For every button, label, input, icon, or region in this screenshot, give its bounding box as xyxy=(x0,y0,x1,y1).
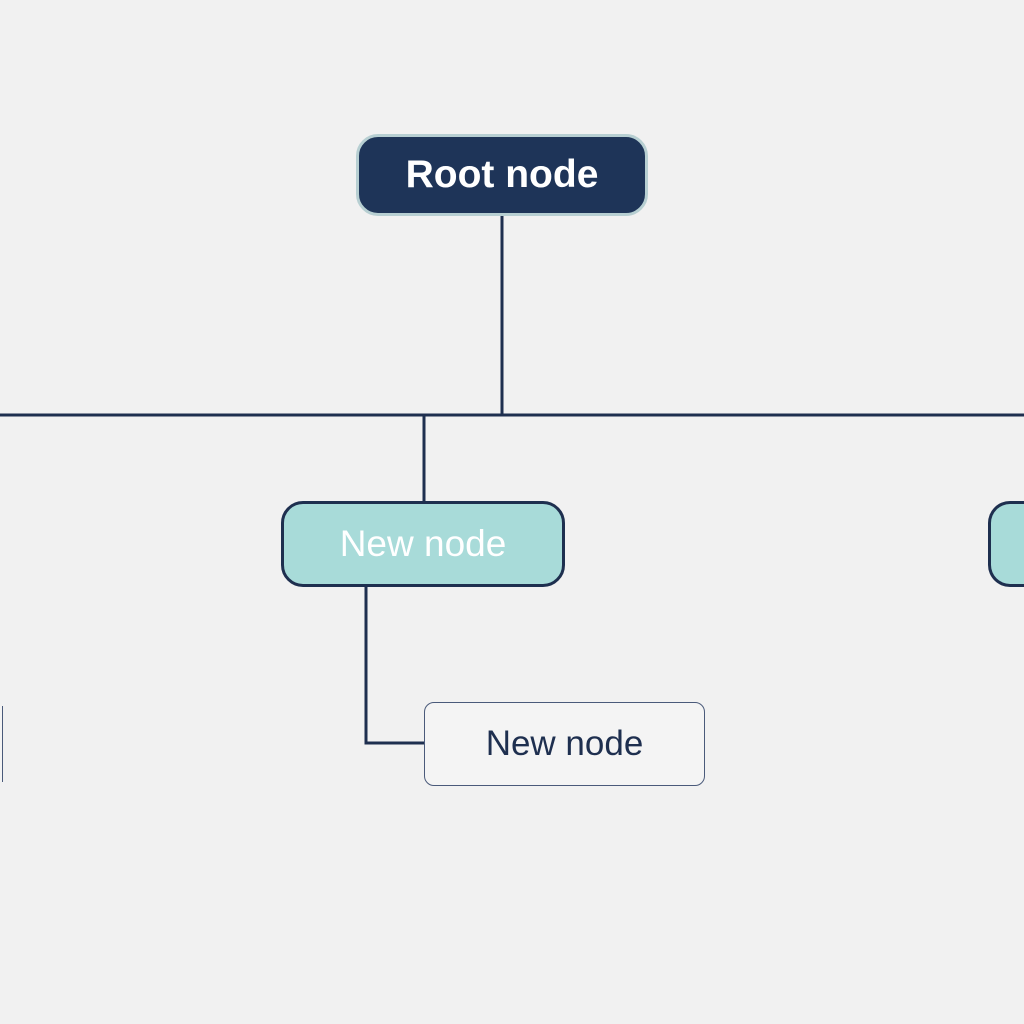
subtopic-node[interactable]: New node xyxy=(424,702,705,786)
subtopic-node-partial[interactable] xyxy=(0,706,3,782)
topic-node-partial[interactable] xyxy=(988,501,1024,587)
root-node[interactable]: Root node xyxy=(356,134,648,216)
subtopic-connector xyxy=(364,587,424,745)
topic-node[interactable]: New node xyxy=(281,501,565,587)
